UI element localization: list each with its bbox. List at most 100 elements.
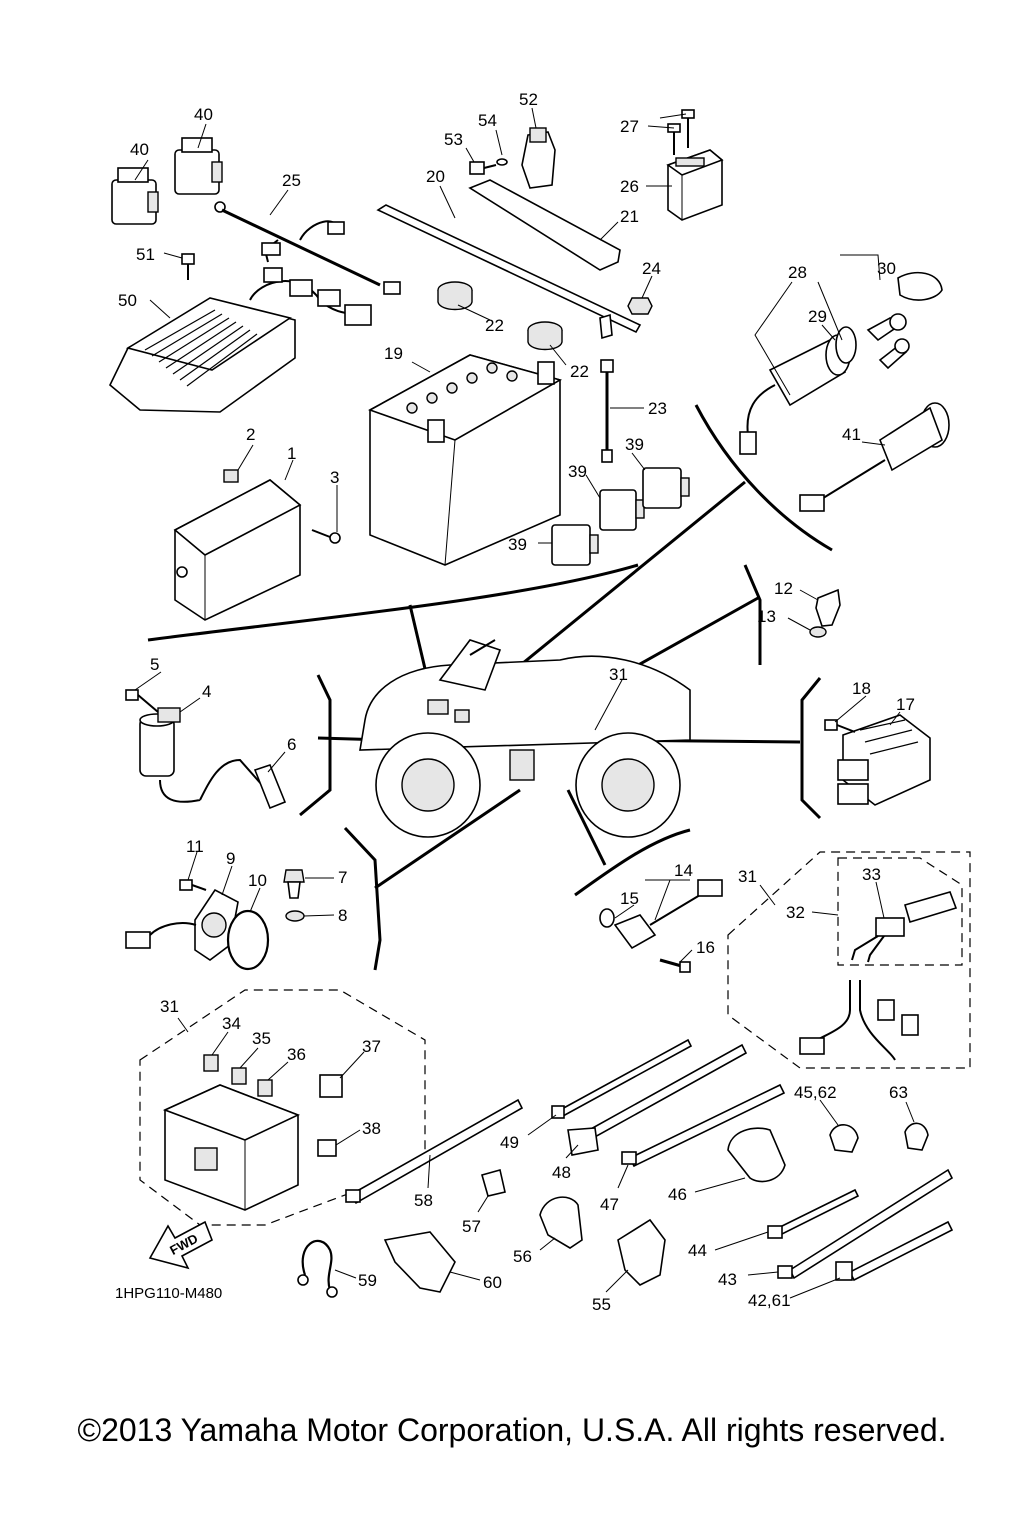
label-6: 6 (287, 735, 296, 754)
washer-54 (496, 158, 508, 166)
label-57: 57 (462, 1217, 481, 1236)
cable-tie-58 (345, 1098, 524, 1205)
label-44: 44 (688, 1241, 707, 1260)
relay-40-left (111, 167, 159, 225)
fwd-arrow: FWD (148, 1220, 214, 1270)
sub-harness-32 (799, 980, 919, 1061)
cable-tie-44 (767, 1188, 860, 1239)
label-30: 30 (877, 259, 896, 278)
label-47: 47 (600, 1195, 619, 1214)
callout-labels: 40 40 25 51 50 53 54 52 20 21 22 22 19 2… (118, 90, 915, 1314)
wire-harness-25 (214, 201, 401, 295)
label-46: 46 (668, 1185, 687, 1204)
label-13: 13 (757, 607, 776, 626)
bolt-53 (469, 161, 497, 175)
clamp-46 (727, 1127, 786, 1183)
label-33: 33 (862, 865, 881, 884)
cable-tie-47 (621, 1083, 786, 1168)
label-1: 1 (287, 444, 296, 463)
clamp-56 (539, 1196, 583, 1249)
label-34: 34 (222, 1014, 241, 1033)
label-18: 18 (852, 679, 871, 698)
bolt-18 (824, 719, 856, 733)
label-42-61: 42,61 (748, 1291, 791, 1310)
keys-30 (866, 271, 943, 370)
label-36: 36 (287, 1045, 306, 1064)
label-52: 52 (519, 90, 538, 109)
damper-22-right (527, 321, 563, 351)
bolt-5 (125, 689, 159, 713)
relay-39-top (642, 467, 690, 509)
thermo-switch-12 (815, 588, 841, 627)
clamp-60 (383, 1231, 456, 1293)
section-dividers (147, 404, 833, 971)
label-39b: 39 (568, 462, 587, 481)
label-49: 49 (500, 1133, 519, 1152)
label-21: 21 (620, 207, 639, 226)
plug-cap-6 (197, 756, 287, 810)
label-5: 5 (150, 655, 159, 674)
cable-tie-42-61 (835, 1220, 954, 1282)
clamp-55 (617, 1218, 666, 1286)
oring-10 (226, 909, 270, 971)
clamp-45-62 (829, 1124, 859, 1153)
label-23: 23 (648, 399, 667, 418)
relay-39-middle (599, 489, 645, 531)
label-51: 51 (136, 245, 155, 264)
label-31c: 31 (160, 997, 179, 1016)
damper-22-left (437, 281, 473, 311)
fuse-37 (319, 1074, 343, 1098)
label-50: 50 (118, 291, 137, 310)
label-38: 38 (362, 1119, 381, 1138)
battery-band-20 (376, 204, 642, 340)
gasket-8 (285, 910, 305, 922)
label-39c: 39 (508, 535, 527, 554)
bolt-3 (311, 529, 341, 544)
oring-15 (599, 908, 615, 928)
leader-lines (134, 107, 915, 1299)
label-24: 24 (642, 259, 661, 278)
battery-19 (368, 354, 563, 566)
label-60: 60 (483, 1273, 502, 1292)
grommet-2 (223, 469, 239, 483)
fuse-box-31 (162, 1084, 301, 1211)
cable-tie-49 (551, 1038, 693, 1119)
battery-cover-21 (468, 179, 621, 271)
lighter-41 (799, 402, 950, 512)
label-31a: 31 (609, 665, 628, 684)
fuse-35 (231, 1067, 247, 1085)
main-switch-28 (739, 334, 851, 455)
label-2: 2 (246, 425, 255, 444)
bolt-11 (179, 879, 207, 891)
label-29: 29 (808, 307, 827, 326)
label-20: 20 (426, 167, 445, 186)
bracket-52 (521, 127, 556, 189)
copyright-notice: ©2013 Yamaha Motor Corporation, U.S.A. A… (77, 1412, 947, 1448)
label-43: 43 (718, 1270, 737, 1289)
label-25: 25 (282, 171, 301, 190)
dashed-enclosures (139, 851, 971, 1226)
clamp-57 (481, 1169, 506, 1197)
label-9: 9 (226, 849, 235, 868)
label-53: 53 (444, 130, 463, 149)
ignition-coil-4 (139, 707, 201, 803)
neutral-switch-7 (283, 869, 305, 899)
gasket-13 (809, 626, 827, 638)
label-40a: 40 (130, 140, 149, 159)
label-32: 32 (786, 903, 805, 922)
nut-24 (627, 297, 653, 315)
label-16: 16 (696, 938, 715, 957)
label-58: 58 (414, 1191, 433, 1210)
label-10: 10 (248, 871, 267, 890)
label-63: 63 (889, 1083, 908, 1102)
label-41: 41 (842, 425, 861, 444)
pickup-coil-9 (125, 888, 239, 961)
label-19: 19 (384, 344, 403, 363)
cable-tie-43 (777, 1168, 954, 1280)
atv-illustration (359, 639, 691, 838)
label-8: 8 (338, 906, 347, 925)
ecu-50 (109, 267, 372, 413)
bolt-16 (659, 958, 691, 973)
relay-39-bottom (551, 524, 599, 566)
label-54: 54 (478, 111, 497, 130)
